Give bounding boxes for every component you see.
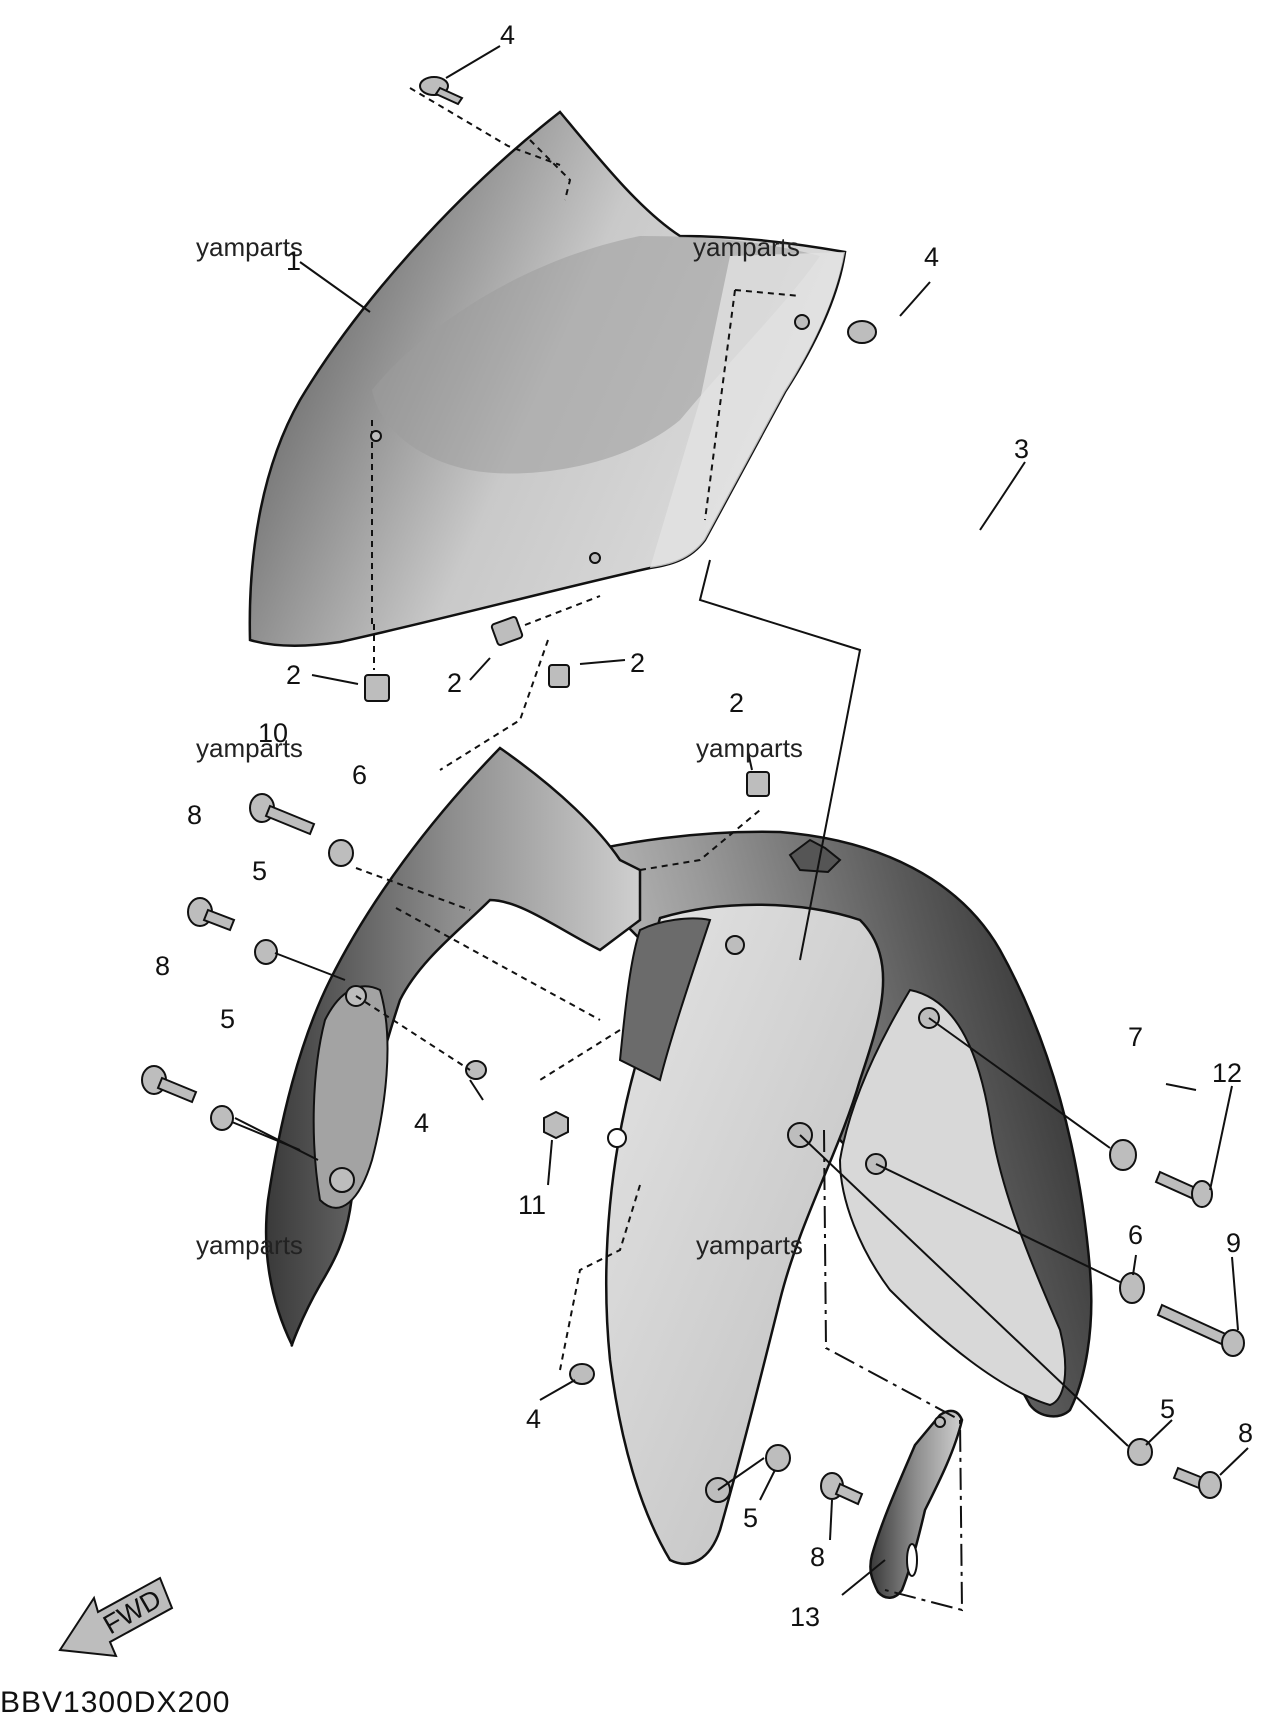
screw-part-4-left [465,1060,487,1080]
bolt-part-9 [1156,1303,1245,1357]
callout-part-2: 2 [286,660,301,690]
callout-part-4: 4 [526,1404,541,1434]
clip-part-2-d [746,771,770,797]
callout-part-2: 2 [630,648,645,678]
callout-part-7: 7 [1128,1022,1143,1052]
screw-part-4-top [419,76,464,106]
bolt-part-10 [249,793,316,836]
screw-part-4-right [847,320,877,344]
nut-part-11 [543,1110,569,1140]
fwd-label: FWD [98,1583,166,1640]
callout-part-5: 5 [252,856,267,886]
callout-part-4: 4 [924,242,939,272]
callout-part-5: 5 [1160,1394,1175,1424]
bolt-part-8-a [187,897,236,932]
grommet-part-5-b [210,1105,234,1131]
watermark-text: yamparts [196,733,303,763]
bolt-part-8-d [820,1472,864,1506]
fwd-arrow-icon: FWD [58,1576,174,1658]
clip-part-2-c [548,664,570,688]
front-fender-cover-part-1 [248,110,847,647]
callout-part-6: 6 [1128,1220,1143,1250]
washer-part-6-right [1119,1272,1145,1304]
callout-part-12: 12 [1212,1058,1242,1088]
washer-part-6-left [328,839,354,867]
callout-part-1: 1 [286,246,301,276]
callout-part-9: 9 [1226,1228,1241,1258]
callout-part-2: 2 [729,688,744,718]
callout-part-8: 8 [810,1542,825,1572]
watermark-text: yamparts [196,232,303,262]
watermark-text: yamparts [696,733,803,763]
callout-part-13: 13 [790,1602,820,1632]
leader-lines [231,45,1249,1612]
bracket-part-13 [869,1409,964,1599]
callout-part-8: 8 [1238,1418,1253,1448]
watermarks: yamparts yamparts yamparts yamparts yamp… [196,232,803,1260]
callout-part-4: 4 [414,1108,429,1138]
callout-part-11: 11 [518,1190,546,1220]
diagram-code: BBV1300DX200 [0,1686,231,1719]
callout-part-8: 8 [187,800,202,830]
grommet-part-5-a [254,939,278,965]
callout-part-2: 2 [447,668,462,698]
grommet-part-5-c [1127,1438,1153,1466]
clip-part-2-a [364,674,390,702]
callout-numbers: 4 1 4 2 2 2 2 10 6 8 5 3 8 5 4 11 7 12 6… [155,20,1253,1632]
callout-part-3: 3 [1014,434,1029,464]
bolt-part-12 [1154,1170,1213,1208]
callout-part-5: 5 [743,1503,758,1533]
watermark-text: yamparts [696,1230,803,1260]
washer-part-7 [1109,1139,1137,1171]
screw-part-4-bottom [569,1363,595,1385]
watermark-text: yamparts [693,232,800,262]
callout-part-10: 10 [258,718,288,748]
fasteners [141,76,1245,1506]
watermark-text: yamparts [196,1230,303,1260]
callout-part-8: 8 [155,951,170,981]
clip-part-2-b [490,616,524,646]
bolt-part-8-b [141,1065,198,1104]
bolt-part-8-c [1172,1466,1222,1499]
callout-part-4: 4 [500,20,515,50]
front-fender-part-3 [264,746,1093,1565]
callout-part-5: 5 [220,1004,235,1034]
callout-part-6: 6 [352,760,367,790]
grommet-part-5-d [765,1444,791,1472]
